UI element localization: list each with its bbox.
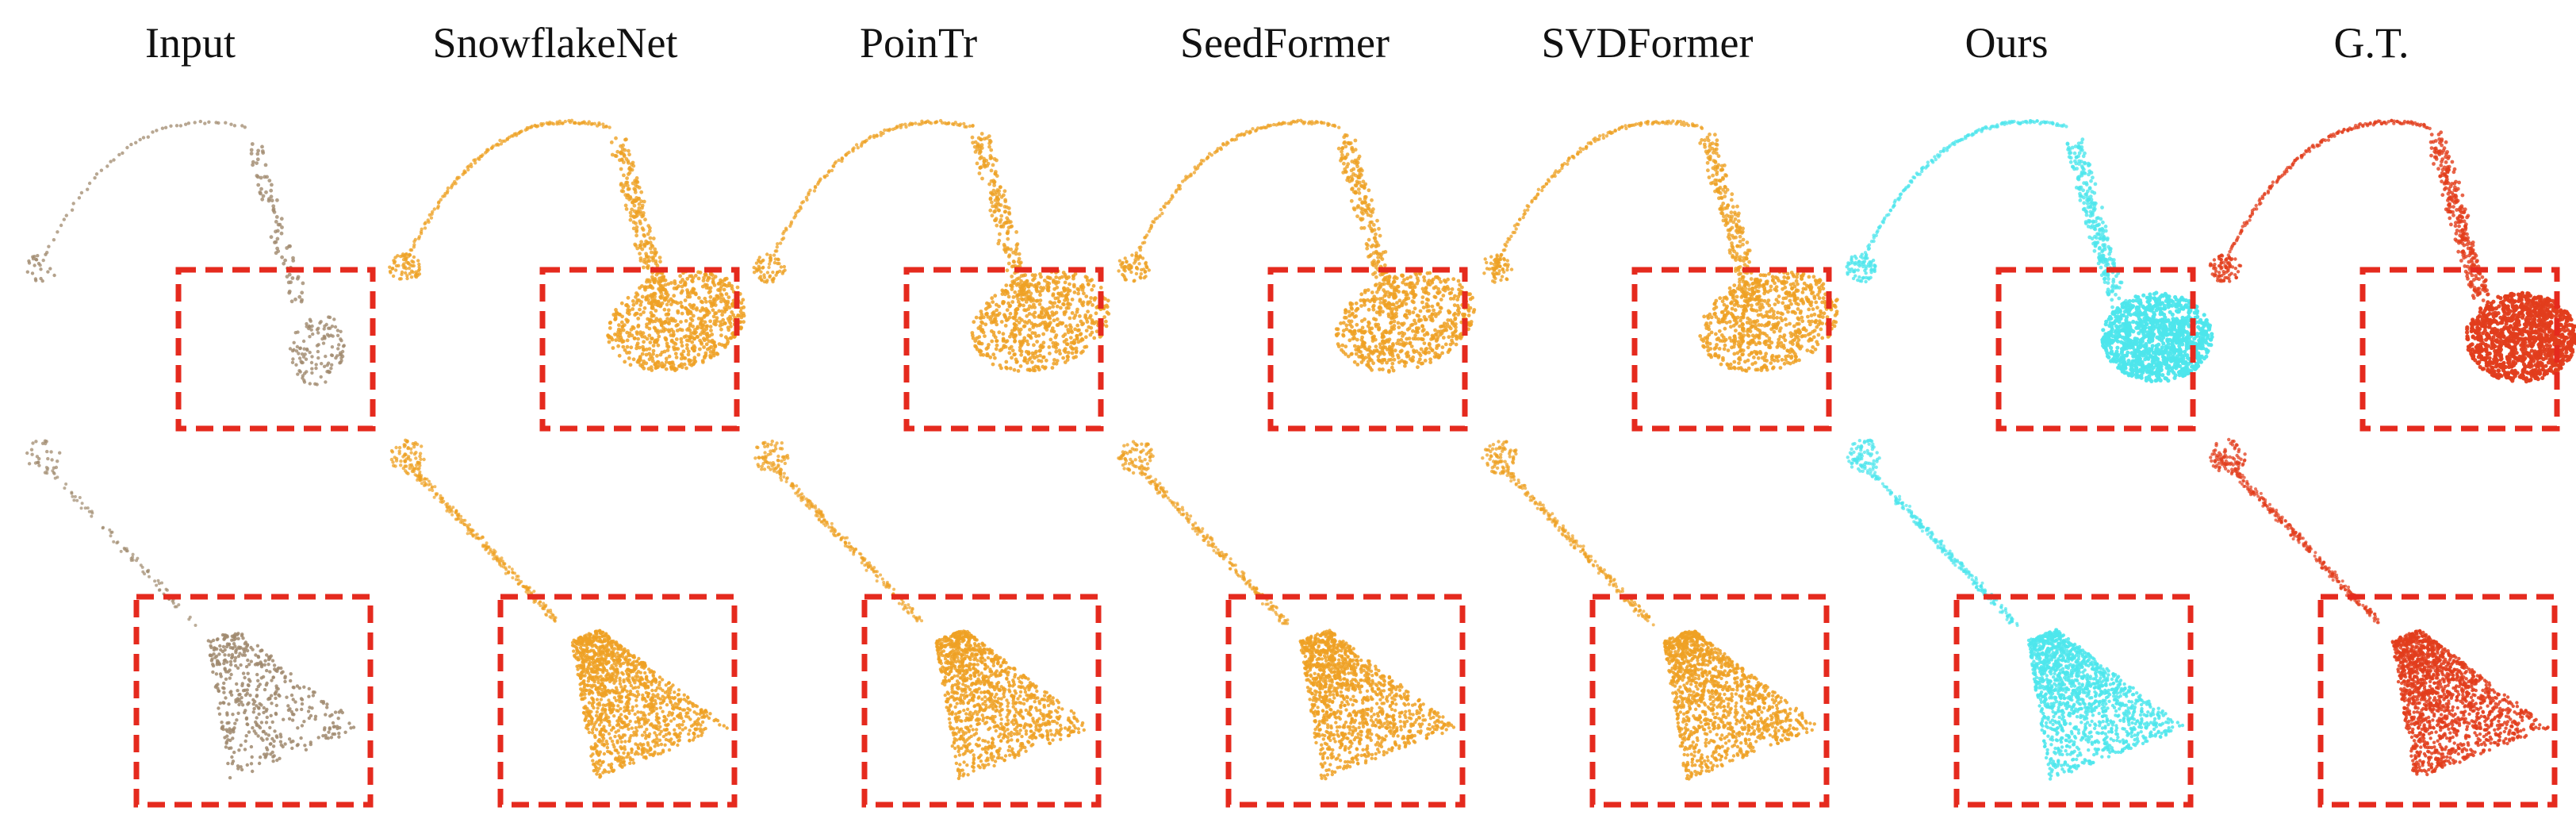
highlight-box [1953, 594, 2194, 808]
col-title-gt: G.T. [2333, 19, 2409, 67]
highlight-box [2359, 267, 2560, 432]
highlight-box [1995, 267, 2196, 432]
lamp-side-view [1481, 440, 1830, 808]
panel-snowflakenet [388, 118, 746, 808]
lamp-side-view [1117, 440, 1466, 808]
col-title-ours: Ours [1965, 19, 2049, 67]
panel-pointr [752, 118, 1111, 808]
highlight-box [1225, 594, 1466, 808]
lamp-top-view [388, 118, 746, 432]
lamp-top-view [1117, 118, 1477, 432]
highlight-box [1589, 594, 1830, 808]
highlight-box [175, 267, 376, 432]
lamp-side-view [753, 439, 1102, 808]
highlight-box [2317, 594, 2558, 808]
col-title-seedformer: SeedFormer [1180, 19, 1390, 67]
highlight-box [1267, 267, 1468, 432]
panel-gt [2208, 118, 2576, 808]
lamp-side-view [389, 438, 738, 808]
highlight-box [497, 594, 738, 808]
panel-seedformer [1117, 118, 1477, 808]
lamp-side-view [1846, 438, 2194, 808]
lamp-top-view [25, 119, 376, 432]
highlight-box [1631, 267, 1832, 432]
col-title-input: Input [145, 19, 236, 67]
panel-svdformer [1481, 119, 1839, 808]
highlight-box [903, 267, 1104, 432]
lamp-top-view [1482, 119, 1839, 432]
lamp-top-view [1845, 119, 2214, 432]
column-header-row: Input SnowflakeNet PoinTr SeedFormer SVD… [0, 11, 2576, 75]
lamp-top-view [2208, 118, 2576, 432]
highlight-box [133, 594, 374, 808]
panel-ours [1845, 119, 2214, 808]
col-title-svdformer: SVDFormer [1541, 19, 1754, 67]
lamp-side-view [2209, 437, 2558, 808]
lamp-top-view [752, 118, 1111, 432]
highlight-box [539, 267, 740, 432]
col-title-pointr: PoinTr [859, 19, 978, 67]
highlight-box [861, 594, 1102, 808]
col-title-snowflakenet: SnowflakeNet [432, 19, 678, 67]
lamp-side-view [25, 439, 374, 808]
panel-input [25, 119, 376, 808]
